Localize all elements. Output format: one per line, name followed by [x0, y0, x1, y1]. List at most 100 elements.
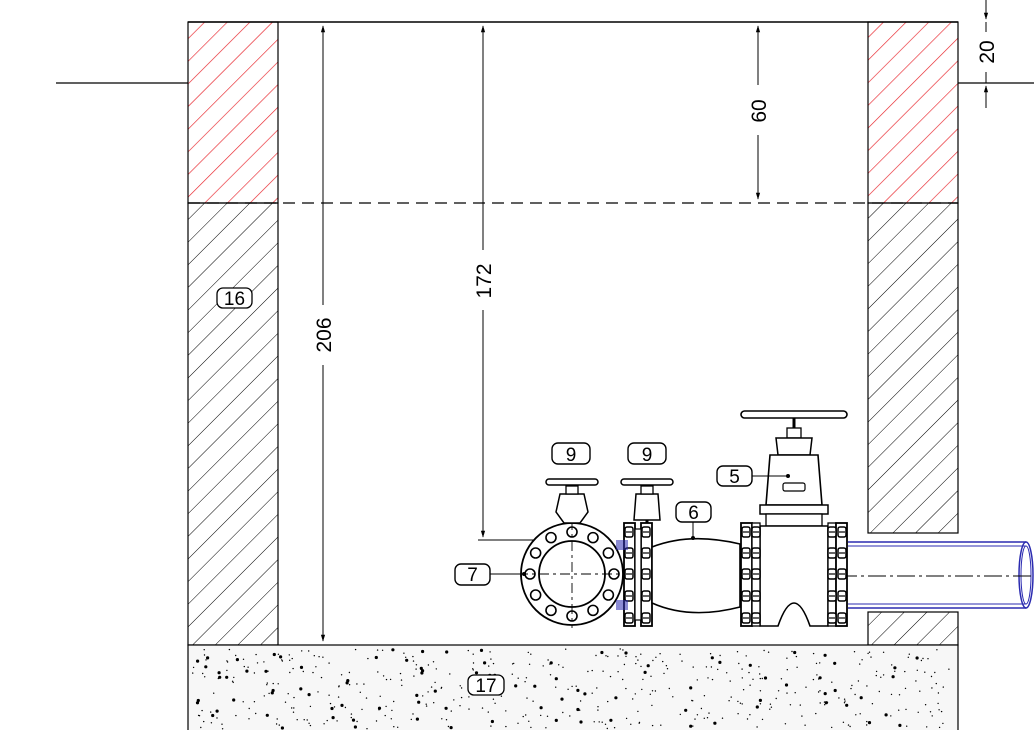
concrete-speck	[726, 672, 728, 674]
concrete-speck	[232, 698, 236, 702]
concrete-speck	[481, 707, 484, 709]
concrete-speck	[898, 709, 900, 711]
concrete-speck	[306, 719, 308, 721]
concrete-speck	[579, 700, 582, 702]
concrete-speck	[907, 656, 909, 658]
concrete-speck	[711, 678, 714, 681]
concrete-speck	[576, 707, 580, 712]
concrete-speck	[359, 691, 361, 693]
concrete-speck	[532, 700, 534, 702]
concrete-speck	[749, 714, 751, 716]
concrete-speck	[203, 720, 205, 723]
dimension-172-label: 172	[473, 263, 496, 298]
concrete-speck	[643, 670, 647, 675]
concrete-speck	[301, 650, 303, 652]
concrete-speck	[805, 686, 807, 688]
concrete-speck	[245, 669, 249, 673]
concrete-speck	[435, 668, 437, 670]
concrete-speck	[777, 690, 780, 692]
concrete-speck	[385, 705, 387, 708]
concrete-speck	[816, 674, 818, 676]
concrete-speck	[930, 675, 933, 678]
concrete-speck	[617, 655, 619, 657]
concrete-speck	[823, 692, 827, 696]
concrete-speck	[425, 705, 428, 707]
concrete-speck	[799, 704, 801, 706]
concrete-speck	[413, 675, 415, 677]
concrete-speck	[893, 666, 897, 670]
concrete-speck	[737, 700, 739, 703]
concrete-speck	[823, 701, 826, 703]
concrete-speck	[890, 715, 892, 717]
concrete-speck	[651, 724, 654, 727]
concrete-speck	[500, 695, 503, 697]
concrete-speck	[444, 707, 446, 709]
concrete-speck	[527, 651, 529, 654]
concrete-speck	[730, 696, 732, 698]
concrete-speck	[278, 724, 280, 726]
concrete-speck	[746, 718, 749, 720]
concrete-speck	[833, 663, 836, 665]
concrete-speck	[632, 698, 634, 700]
concrete-speck	[255, 653, 257, 656]
concrete-speck	[795, 655, 798, 658]
callout-9-right-label: 9	[642, 445, 653, 466]
concrete-speck	[489, 651, 491, 653]
concrete-speck	[415, 695, 418, 697]
concrete-speck	[391, 648, 395, 652]
concrete-speck	[390, 718, 392, 720]
concrete-speck	[706, 717, 709, 719]
concrete-speck	[666, 668, 669, 670]
concrete-speck	[597, 706, 599, 708]
dimension-20: 20	[974, 0, 1000, 108]
concrete-speck	[289, 671, 291, 674]
concrete-speck	[692, 666, 694, 668]
concrete-speck	[736, 651, 739, 653]
concrete-speck	[280, 726, 284, 730]
callout-16-label: 16	[224, 289, 245, 310]
right-wall	[867, 21, 959, 646]
concrete-speck	[460, 687, 463, 689]
concrete-speck	[291, 707, 293, 709]
concrete-speck	[738, 662, 740, 665]
concrete-speck	[221, 723, 223, 725]
concrete-speck	[752, 678, 754, 680]
concrete-speck	[328, 662, 330, 664]
concrete-speck	[351, 718, 356, 722]
gate-valve-flange-bolts	[741, 526, 847, 624]
concrete-speck	[936, 649, 938, 651]
dimension-20-label: 20	[976, 40, 999, 63]
concrete-speckle-texture	[192, 648, 950, 730]
concrete-speck	[937, 692, 940, 694]
concrete-speck	[927, 658, 929, 660]
concrete-speck	[393, 726, 395, 728]
concrete-speck	[748, 663, 752, 667]
concrete-speck	[838, 697, 840, 699]
concrete-speck	[284, 701, 287, 703]
concrete-speck	[681, 660, 683, 662]
concrete-speck	[763, 676, 768, 680]
concrete-speck	[770, 706, 773, 708]
concrete-speck	[459, 685, 461, 687]
concrete-speck	[203, 649, 205, 651]
concrete-speck	[882, 651, 885, 653]
concrete-speck	[745, 655, 747, 657]
concrete-speck	[904, 687, 907, 690]
concrete-speck	[333, 706, 336, 708]
concrete-speck	[696, 714, 699, 716]
concrete-speck	[265, 713, 269, 717]
concrete-speck	[775, 697, 777, 700]
concrete-speck	[651, 690, 654, 692]
concrete-speck	[607, 700, 609, 703]
concrete-speck	[393, 700, 395, 703]
concrete-speck	[226, 669, 228, 672]
concrete-speck	[211, 713, 215, 718]
concrete-speck	[567, 688, 569, 690]
concrete-speck	[794, 692, 796, 694]
concrete-speck	[929, 711, 932, 713]
concrete-speck	[689, 724, 693, 728]
concrete-speck	[898, 694, 901, 696]
concrete-speck	[479, 648, 484, 653]
concrete-speck	[660, 724, 662, 726]
concrete-speck	[759, 677, 761, 680]
